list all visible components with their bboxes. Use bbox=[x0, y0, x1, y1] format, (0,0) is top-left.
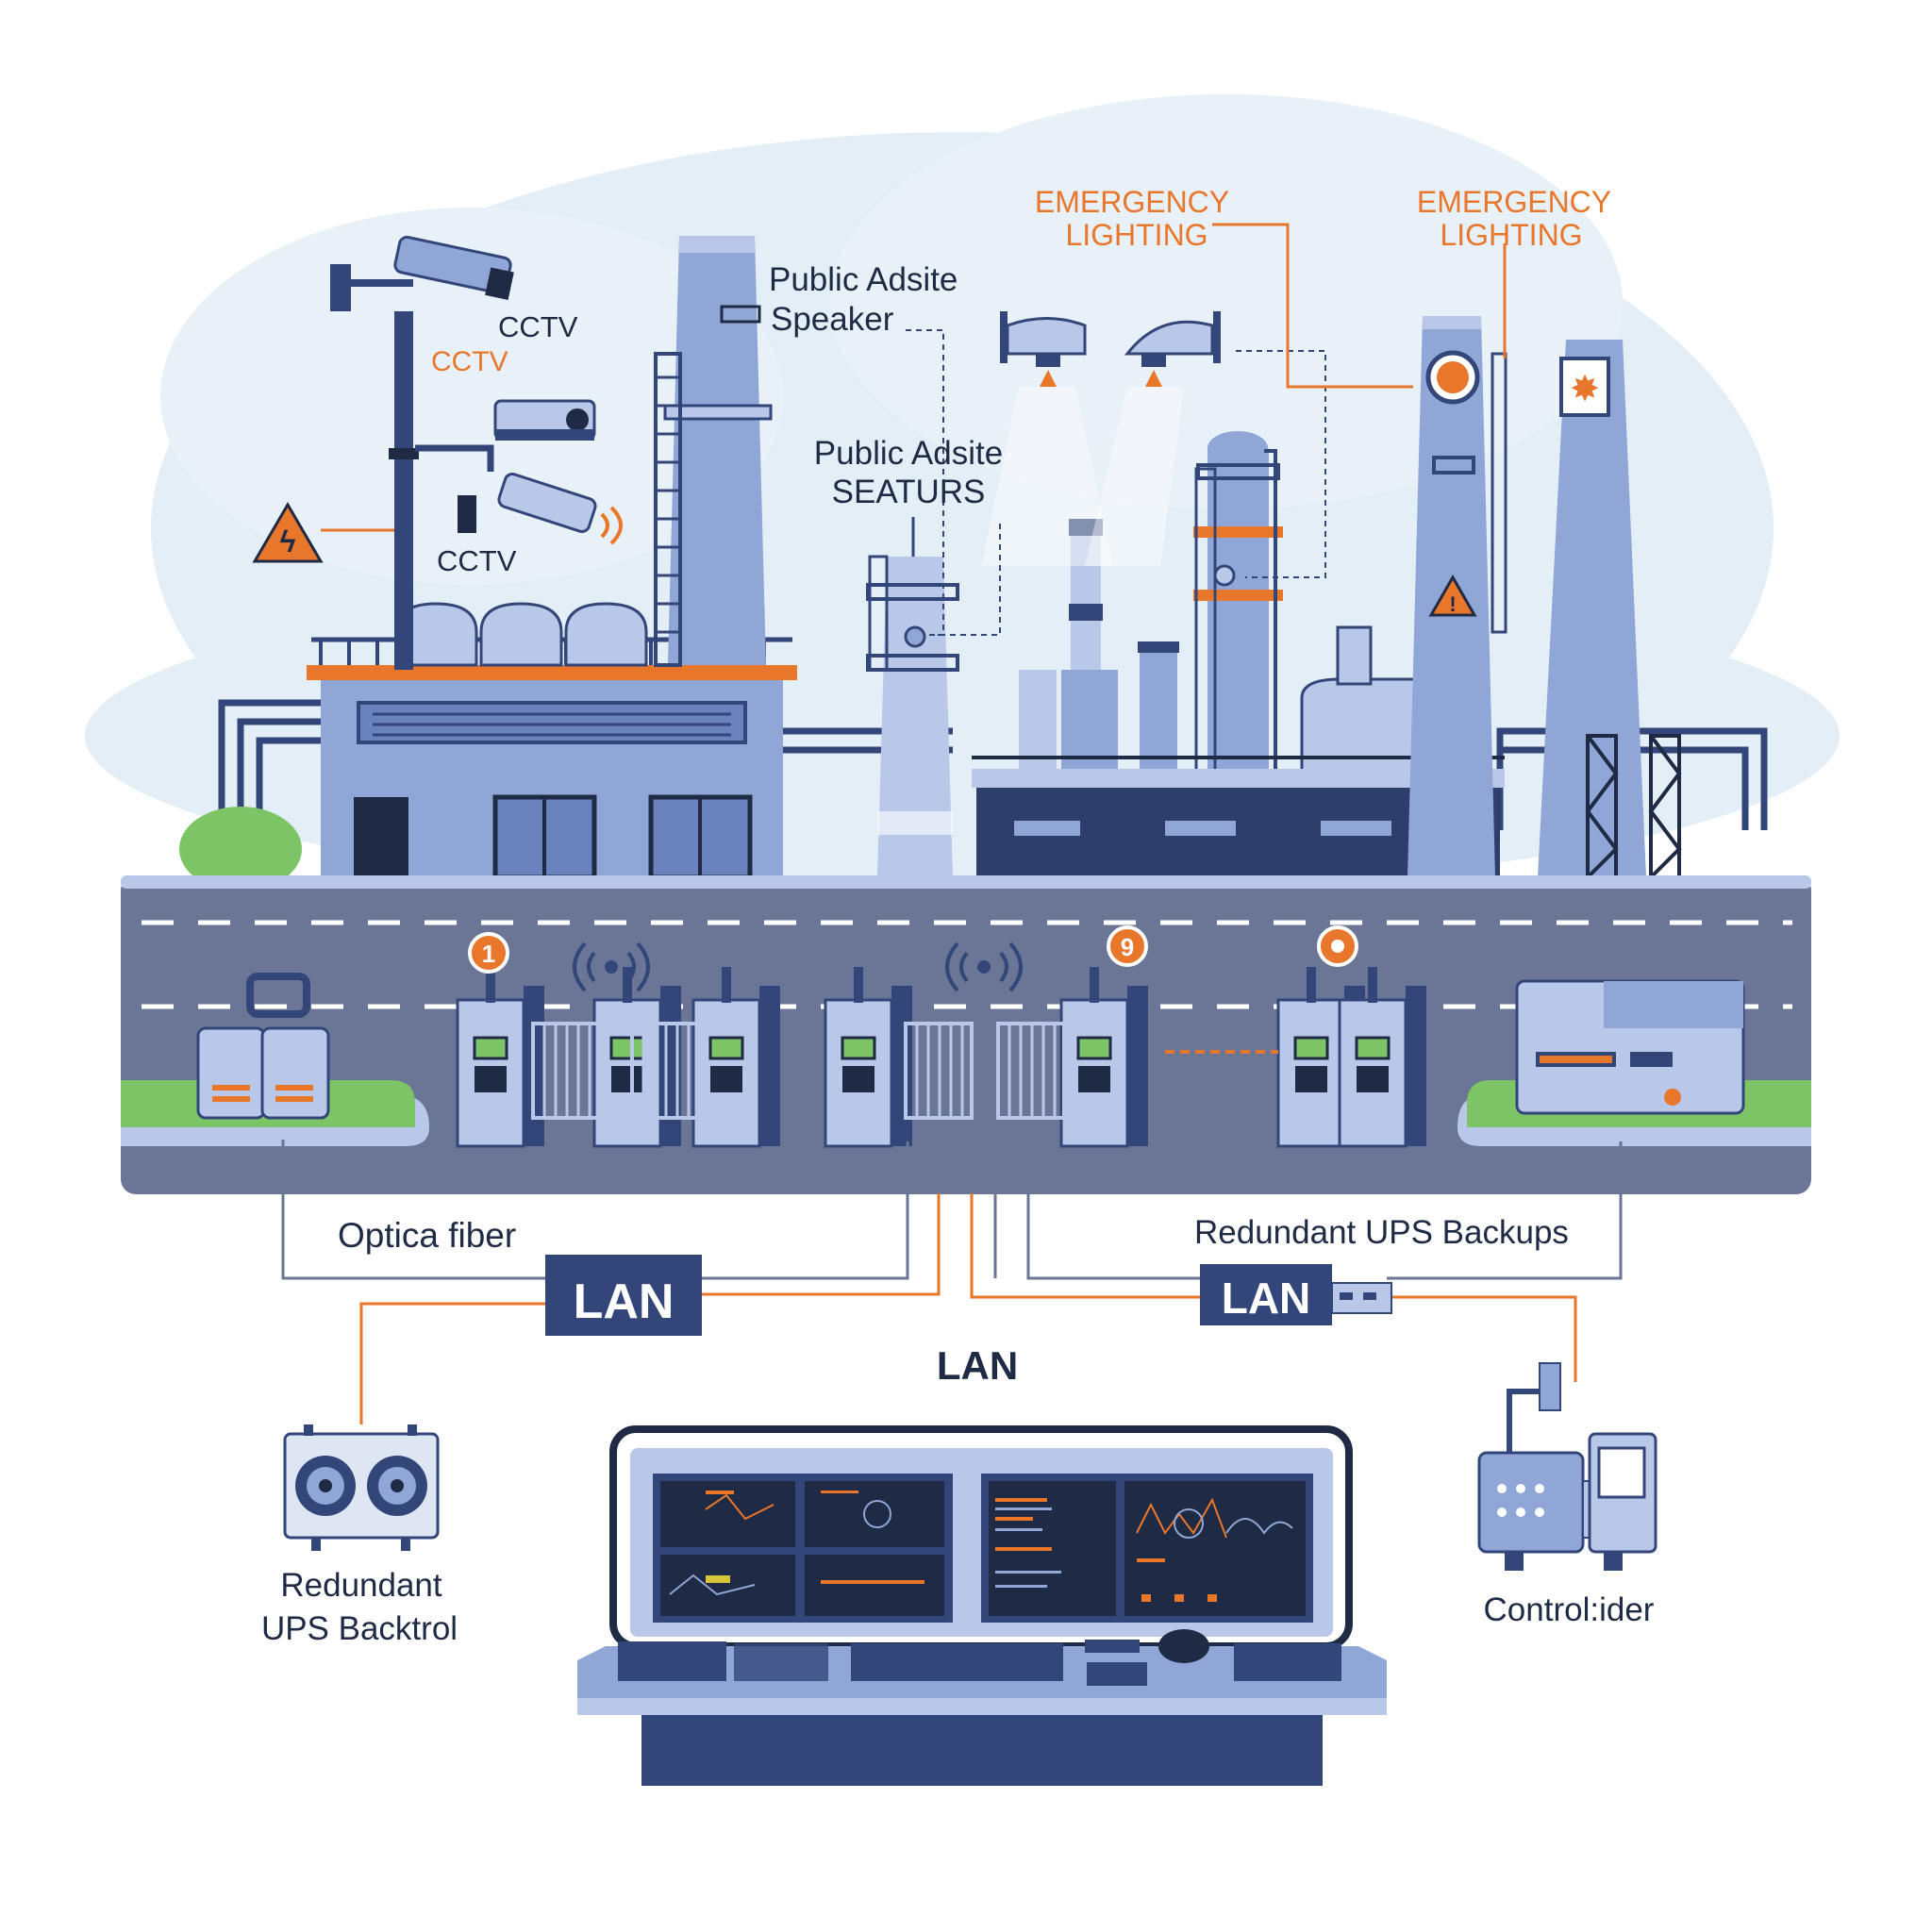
cctv-label: CCTV bbox=[437, 544, 517, 577]
controller-unit bbox=[1477, 1362, 1657, 1571]
emergency-lighting-label: LIGHTING bbox=[1440, 218, 1582, 252]
gate-barrier bbox=[630, 1022, 700, 1120]
access-control-turnstile bbox=[456, 967, 544, 1148]
gate-barrier bbox=[904, 1022, 974, 1120]
central-process-tower bbox=[1193, 431, 1283, 774]
ups-backtrol-label: UPS Backtrol bbox=[261, 1610, 458, 1647]
ups-backtrol-label: Redundant bbox=[280, 1567, 442, 1604]
emergency-light-icon bbox=[1085, 311, 1221, 566]
svg-text:ϟ: ϟ bbox=[280, 525, 296, 558]
access-control-turnstile bbox=[1338, 967, 1426, 1148]
speaker-label-line1: Public Adsite bbox=[769, 261, 958, 298]
callout-lines bbox=[906, 223, 1507, 636]
optical-fiber-label: Optica fiber bbox=[338, 1216, 516, 1255]
speaker-tower bbox=[866, 517, 959, 877]
svg-text:9: 9 bbox=[1121, 933, 1134, 961]
emergency-light-icon bbox=[981, 311, 1113, 566]
cctv-camera-icon bbox=[393, 235, 514, 300]
speaker-label-line2: Speaker bbox=[771, 301, 894, 338]
svg-text:✸: ✸ bbox=[1570, 368, 1600, 409]
battery-backup-icon bbox=[196, 973, 330, 1120]
cctv-pole bbox=[330, 264, 494, 670]
ups-server-unit bbox=[1515, 979, 1745, 1115]
lan-switch-right bbox=[1200, 1264, 1332, 1325]
monitor-screen bbox=[653, 1474, 953, 1623]
speaker-icon bbox=[1213, 564, 1236, 587]
access-control-turnstile bbox=[691, 967, 780, 1148]
monitor-screen bbox=[981, 1474, 1313, 1623]
gate-barrier bbox=[996, 1022, 1066, 1120]
lan-label: LAN bbox=[1222, 1274, 1311, 1323]
control-room-console bbox=[577, 1425, 1387, 1786]
emergency-lighting-label: EMERGENCY bbox=[1417, 185, 1611, 219]
lan-switch-left bbox=[545, 1255, 702, 1336]
network-cabling bbox=[281, 1132, 1623, 1424]
access-control-turnstile bbox=[1059, 967, 1148, 1148]
svg-text:1: 1 bbox=[482, 940, 495, 968]
left-smokestack bbox=[654, 236, 773, 667]
alert-badge-icon: 1 9 bbox=[468, 925, 1358, 974]
left-plant-building bbox=[307, 602, 797, 880]
cctv-label: CCTV bbox=[498, 310, 578, 343]
wireless-signal-icon bbox=[573, 941, 1023, 992]
warning-sign-icon: ϟ bbox=[252, 502, 394, 563]
emergency-light-tower: ✸ bbox=[1538, 340, 1682, 879]
cctv-camera-icon bbox=[493, 399, 596, 441]
controller-label: Control:ider bbox=[1484, 1591, 1655, 1628]
svg-text:!: ! bbox=[1449, 592, 1456, 616]
emergency-lighting-label: EMERGENCY bbox=[1035, 185, 1229, 219]
speaker-icon bbox=[904, 625, 926, 648]
ups-fan-unit bbox=[283, 1424, 440, 1551]
seaturs-label-line1: Public Adsite bbox=[814, 435, 1003, 472]
lan-label: LAN bbox=[937, 1343, 1018, 1388]
small-stacks bbox=[1019, 519, 1474, 775]
network-port-icon bbox=[1331, 1282, 1392, 1314]
ups-backups-label: Redundant UPS Backups bbox=[1194, 1214, 1569, 1251]
gate-barrier bbox=[531, 1022, 601, 1120]
seaturs-label-line2: SEATURS bbox=[832, 474, 986, 510]
keyboard-icon bbox=[618, 1629, 1341, 1686]
lan-label: LAN bbox=[574, 1274, 675, 1329]
cctv-label: CCTV bbox=[431, 346, 508, 377]
emergency-lighting-label: LIGHTING bbox=[1065, 218, 1208, 252]
emergency-light-tower: ! bbox=[1407, 316, 1507, 877]
cctv-camera-icon bbox=[458, 473, 623, 545]
access-gates bbox=[456, 967, 1426, 1148]
